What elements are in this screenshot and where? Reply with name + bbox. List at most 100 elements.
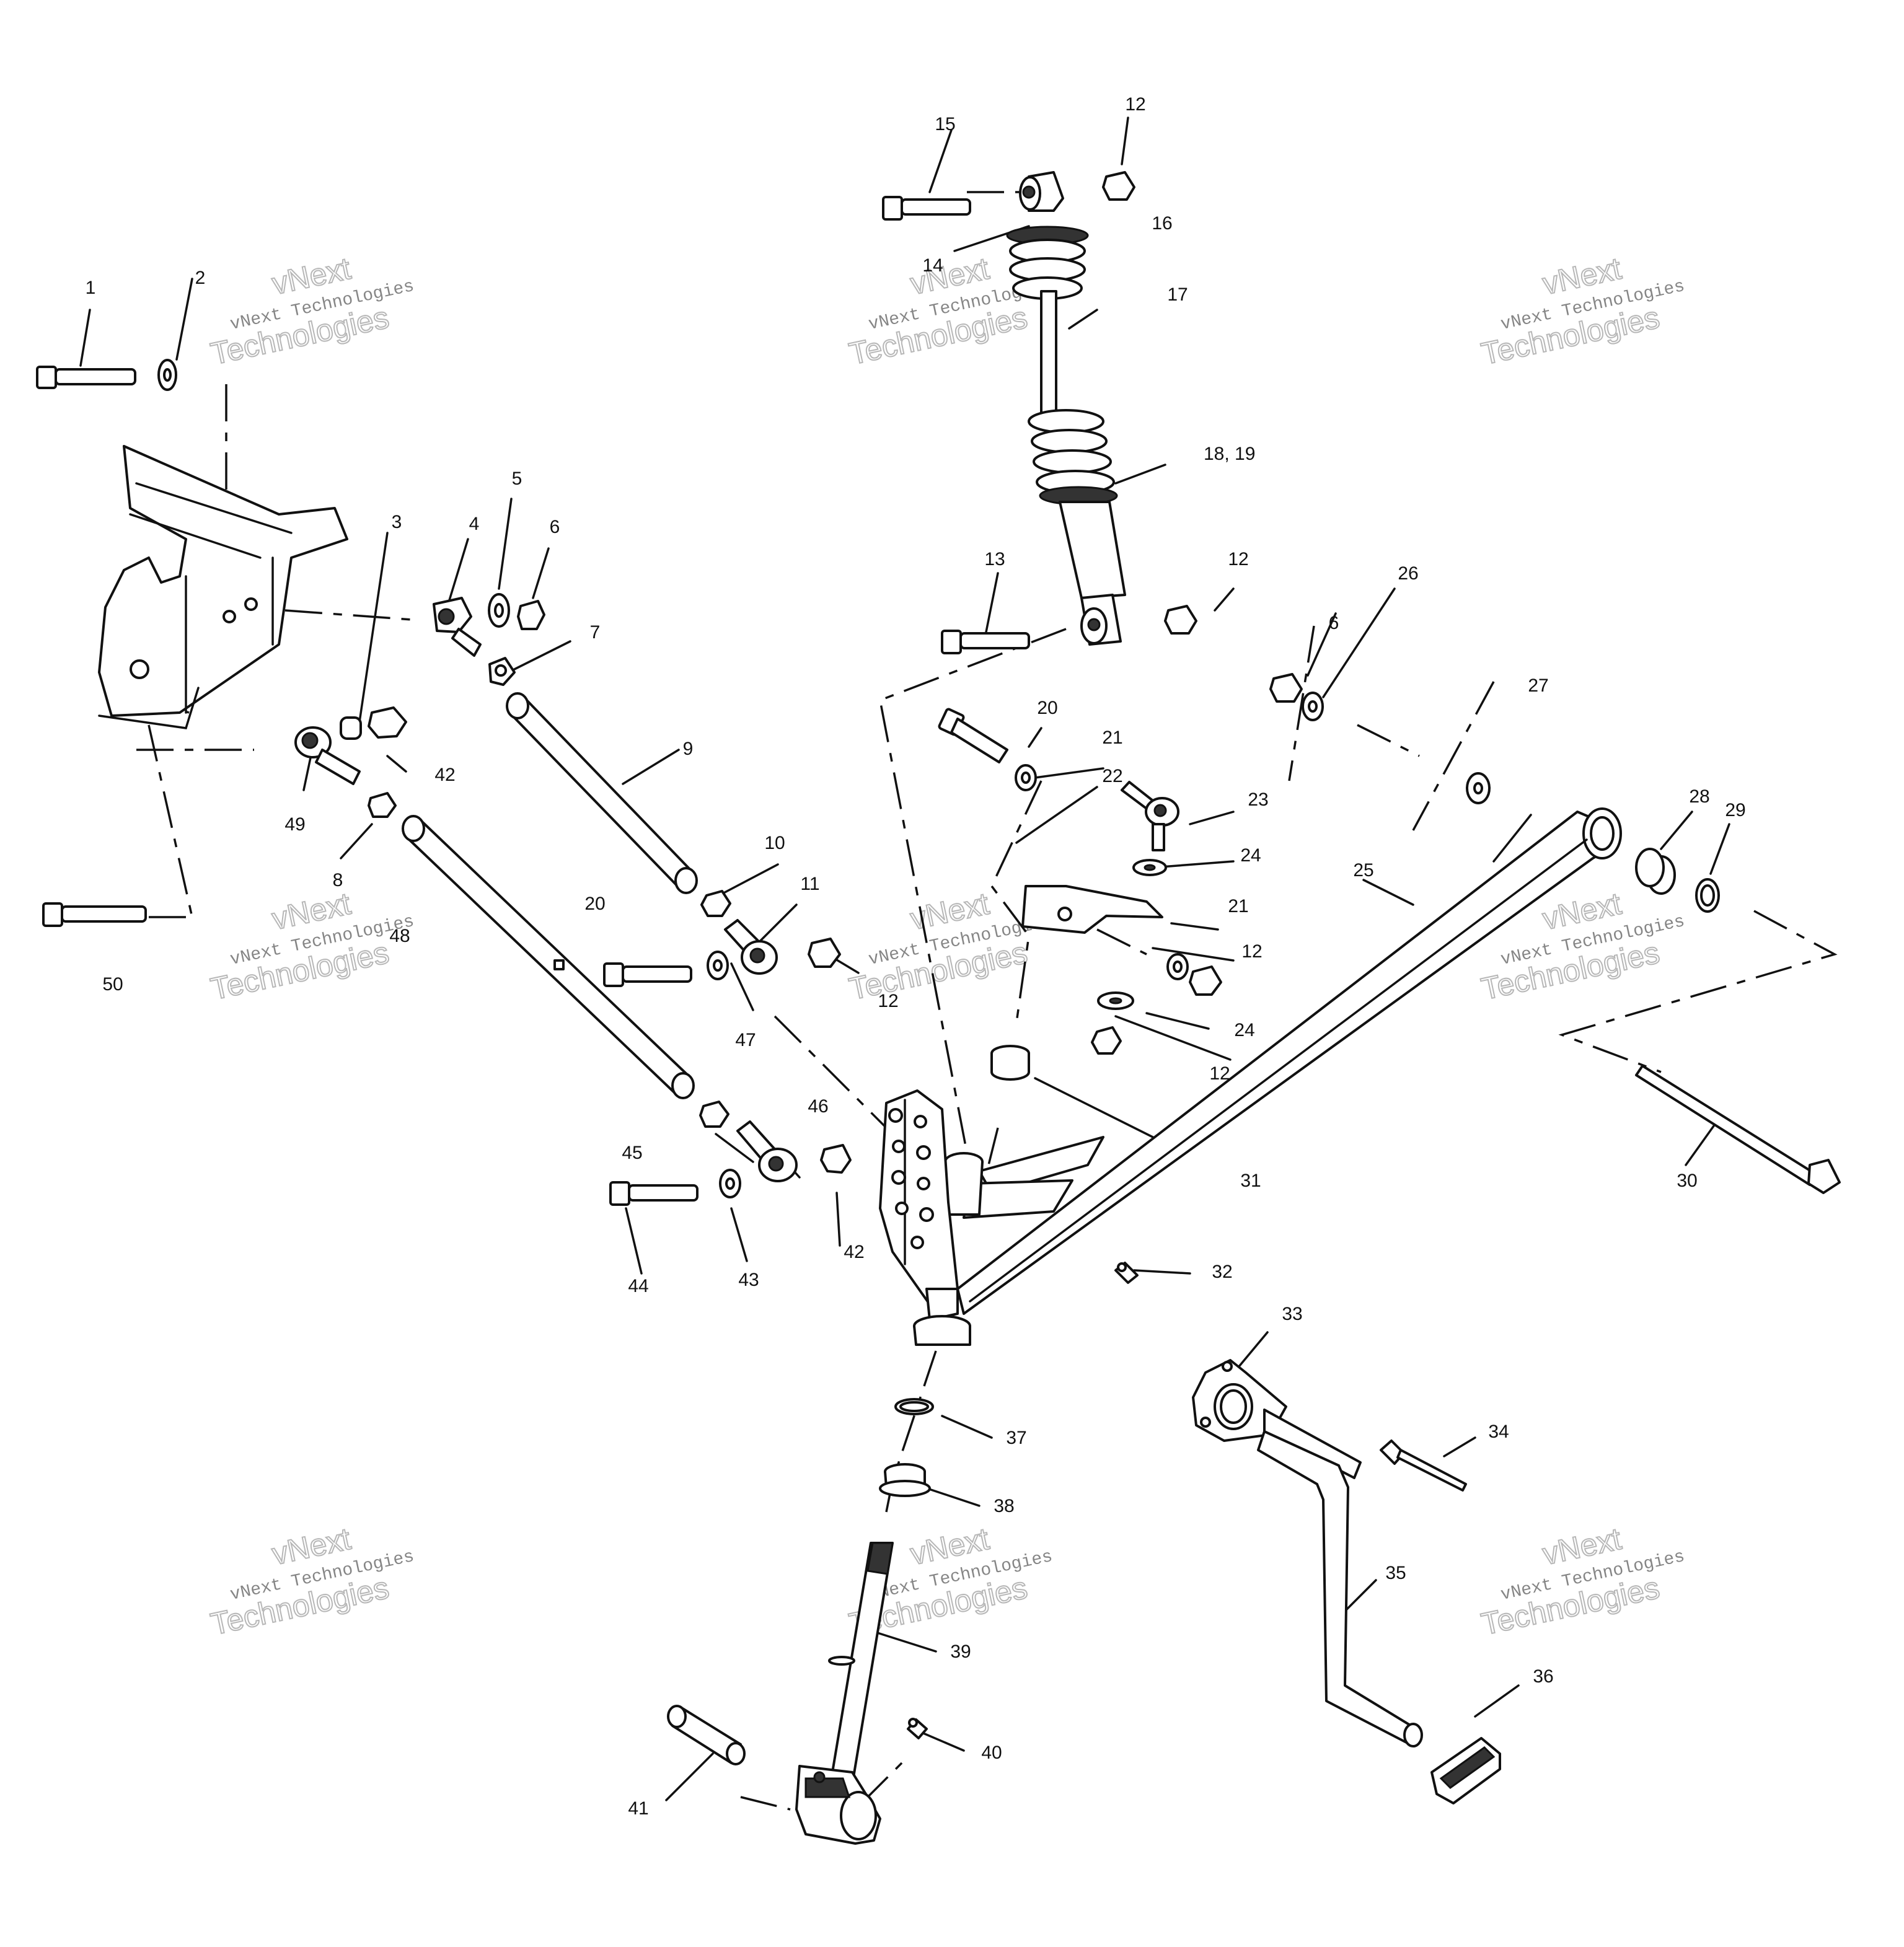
tie-rod-9 (506, 692, 698, 894)
callout-38: 38 (994, 1496, 1014, 1516)
callout-6: 6 (1329, 613, 1339, 633)
callout-28: 28 (1689, 786, 1709, 807)
callout-12: 12 (878, 991, 898, 1011)
callout-21: 21 (1228, 896, 1248, 916)
bushing-41 (667, 1705, 746, 1765)
bolt-34 (1380, 1439, 1467, 1492)
callout-16: 16 (1152, 213, 1172, 234)
callout-33: 33 (1282, 1304, 1302, 1324)
bolt-30 (1635, 1065, 1841, 1194)
callout-30: 30 (1677, 1171, 1697, 1191)
tie-rod-end-11 (724, 919, 778, 975)
nut-42 (368, 706, 407, 739)
bushing-3 (340, 716, 362, 740)
tie-rod-end-46 (736, 1120, 798, 1182)
grease-fitting-40 (907, 1718, 928, 1739)
a-arm-25 (879, 807, 1622, 1346)
bolt-1 (36, 366, 136, 389)
callout-20: 20 (1037, 698, 1057, 718)
callout-31: 31 (1240, 1171, 1261, 1191)
tie-rod-end-4 (433, 597, 482, 657)
steering-arm-22 (1021, 885, 1163, 934)
nut-42 (820, 1144, 852, 1174)
watermark: vNext vNext Technologies Technologies (1478, 1521, 1686, 1642)
bolt-20 (603, 962, 692, 987)
callout-25: 25 (1353, 860, 1373, 881)
nut-6 (517, 600, 545, 630)
callout-18-19: 18, 19 (1204, 444, 1255, 464)
grip-36 (1430, 1737, 1501, 1804)
callout-21: 21 (1102, 727, 1122, 748)
callout-39: 39 (950, 1642, 971, 1662)
callout-45: 45 (622, 1143, 642, 1163)
nut-12 (1102, 171, 1135, 201)
bolt-15 (882, 196, 971, 221)
steering-post-39 (795, 1542, 894, 1845)
callout-36: 36 (1533, 1666, 1553, 1687)
nut-7 (488, 657, 516, 686)
nut-45 (699, 1101, 729, 1128)
callout-48: 48 (389, 926, 410, 946)
watermark: vNext vNext Technologies Technologies (207, 886, 416, 1007)
callout-2: 2 (195, 268, 206, 288)
bolt-20 (938, 708, 1008, 763)
nut-6 (1269, 673, 1303, 703)
nut-12 (808, 938, 841, 968)
callout-17: 17 (1167, 284, 1188, 305)
bolt-44 (609, 1181, 699, 1206)
watermark: vNext vNext Technologies Technologies (207, 250, 416, 372)
tie-rod-48 (402, 815, 695, 1099)
callout-13: 13 (984, 549, 1005, 569)
callout-26: 26 (1398, 563, 1418, 584)
callout-34: 34 (1488, 1422, 1509, 1442)
nut-12 (1189, 965, 1222, 996)
callout-4: 4 (469, 514, 480, 534)
handle-35 (1257, 1409, 1423, 1747)
nut-10 (700, 890, 731, 917)
callout-12: 12 (1209, 1063, 1230, 1084)
callout-49: 49 (284, 814, 305, 835)
callout-29: 29 (1725, 800, 1745, 820)
callout-37: 37 (1006, 1428, 1026, 1448)
grease-fitting-32 (1114, 1262, 1139, 1284)
watermark: vNext vNext Technologies Technologies (207, 1521, 416, 1642)
bushing-28 (1635, 848, 1676, 895)
callout-20: 20 (584, 894, 605, 914)
callout-15: 15 (935, 114, 955, 134)
callout-1: 1 (86, 278, 96, 298)
callout-50: 50 (102, 974, 123, 995)
callout-14: 14 (922, 255, 943, 276)
callout-8: 8 (333, 870, 343, 890)
callout-24: 24 (1240, 845, 1261, 866)
callout-27: 27 (1528, 675, 1548, 696)
callout-40: 40 (981, 1743, 1002, 1763)
callout-12: 12 (1125, 94, 1145, 115)
callout-12: 12 (1241, 941, 1262, 962)
callout-42: 42 (844, 1242, 864, 1262)
callout-7: 7 (590, 622, 601, 643)
callout-23: 23 (1248, 789, 1268, 810)
callout-35: 35 (1385, 1563, 1406, 1583)
callout-47: 47 (735, 1030, 756, 1050)
bushing-31 (990, 1045, 1030, 1081)
callout-10: 10 (764, 833, 785, 853)
callout-6: 6 (550, 517, 560, 537)
tie-rod-end-49 (294, 726, 361, 785)
callout-24: 24 (1234, 1020, 1254, 1040)
callout-3: 3 (392, 512, 402, 532)
callout-41: 41 (628, 1798, 648, 1819)
frame-bracket (98, 445, 348, 729)
callout-32: 32 (1212, 1262, 1232, 1282)
stop-bracket-33 (1192, 1359, 1287, 1442)
nut-12 (1164, 605, 1197, 635)
shock-absorber (1006, 171, 1126, 646)
bolt-50 (42, 902, 147, 927)
callout-43: 43 (738, 1270, 759, 1290)
bolt-13 (941, 630, 1030, 654)
callout-labels: 1 2 3 4 5 6 6 7 8 9 10 11 12 12 12 12 12… (86, 94, 1746, 1819)
leader-lines (79, 116, 1730, 1801)
watermark: vNext vNext Technologies Technologies (1478, 250, 1686, 372)
callout-12: 12 (1228, 549, 1248, 569)
nut-8 (368, 792, 397, 818)
